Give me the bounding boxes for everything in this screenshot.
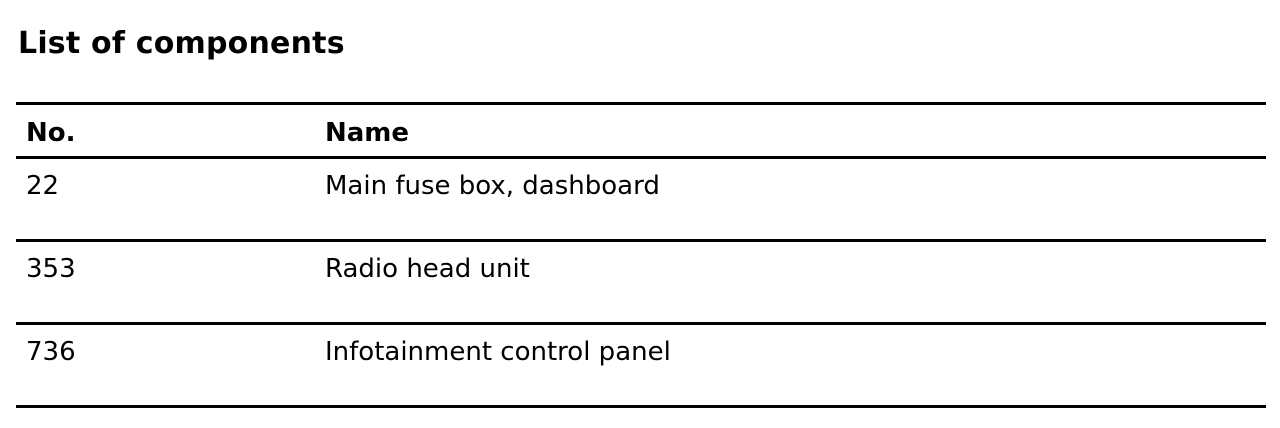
cell-name: Main fuse box, dashboard — [325, 171, 660, 201]
column-header-no: No. — [26, 118, 76, 148]
cell-name: Infotainment control panel — [325, 337, 671, 367]
table-row: 353 Radio head unit — [16, 242, 1266, 325]
cell-no: 736 — [26, 337, 76, 367]
page-title: List of components — [18, 26, 345, 61]
components-table: No. Name 22 Main fuse box, dashboard 353… — [16, 102, 1266, 408]
cell-name: Radio head unit — [325, 254, 530, 284]
cell-no: 353 — [26, 254, 76, 284]
column-header-name: Name — [325, 118, 410, 148]
table-header-row: No. Name — [16, 105, 1266, 159]
cell-no: 22 — [26, 171, 60, 201]
table-row: 736 Infotainment control panel — [16, 325, 1266, 408]
table-row: 22 Main fuse box, dashboard — [16, 159, 1266, 242]
